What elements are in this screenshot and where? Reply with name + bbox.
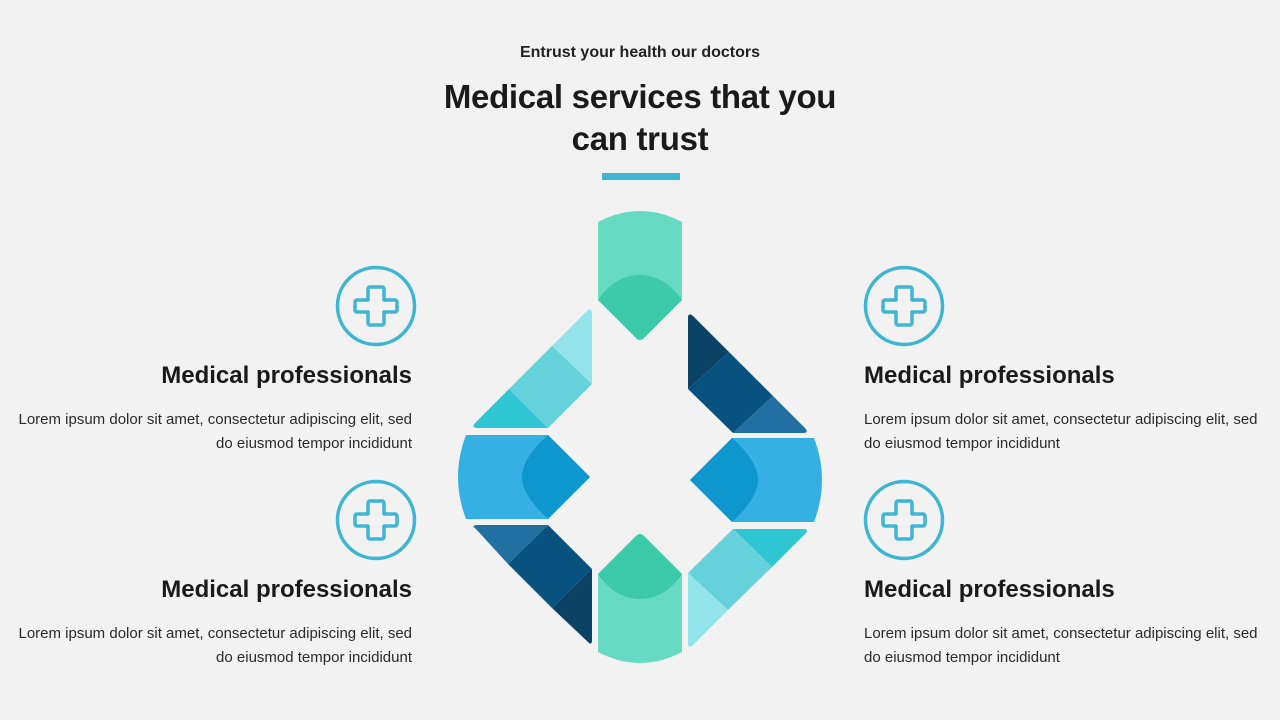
diagram-piece-upper-left (473, 309, 592, 428)
diagram-piece-lower-right (688, 529, 808, 647)
diagram-piece-right (690, 438, 822, 522)
item-description: Lorem ipsum dolor sit amet, consectetur … (18, 411, 412, 452)
subtitle: Entrust your health our doctors (519, 44, 760, 61)
diagram-piece-lower-left (473, 525, 592, 644)
item-title: Medical professionals (161, 362, 412, 389)
medical-cross-icon (863, 479, 945, 561)
medical-cross-icon (863, 265, 945, 347)
medical-cross-icon (335, 265, 417, 347)
medical-cross-icon (335, 479, 417, 561)
item-title: Medical professionals (864, 576, 1115, 603)
item-description: Lorem ipsum dolor sit amet, consectetur … (864, 411, 1258, 452)
page-title: Medical services that you can trust (443, 78, 837, 157)
title-accent-bar (602, 173, 680, 180)
diagram-piece-bottom (598, 534, 682, 663)
item-title: Medical professionals (864, 362, 1115, 389)
diagram-piece-left (458, 435, 590, 519)
item-description: Lorem ipsum dolor sit amet, consectetur … (864, 625, 1258, 666)
item-description: Lorem ipsum dolor sit amet, consectetur … (18, 625, 412, 666)
item-title: Medical professionals (161, 576, 412, 603)
diagram-piece-upper-right (688, 314, 807, 433)
diagram-piece-top (598, 211, 682, 340)
